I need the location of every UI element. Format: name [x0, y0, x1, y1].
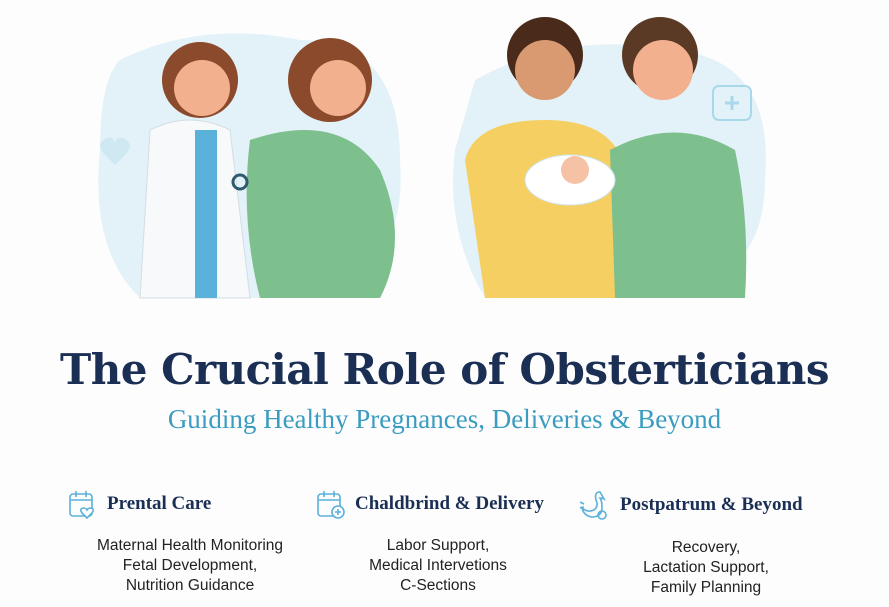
- section-item: Labor Support,: [386, 537, 490, 554]
- section-item: Nutrition Guidance: [125, 577, 255, 594]
- heart-icon: [100, 137, 130, 165]
- section-item: Maternal Health Monitoring: [96, 537, 284, 554]
- section-item: C-Sections: [400, 577, 476, 594]
- baby: [561, 156, 589, 184]
- section-item: Lactation Support,: [643, 559, 769, 576]
- swan-icon: [579, 491, 607, 520]
- section-item: Fetal Development,: [122, 557, 258, 574]
- calendar-heart-icon: [69, 491, 95, 520]
- father-holding-baby-illustration: [453, 17, 766, 299]
- page-title: The Crucial Role of Obsterticians: [59, 345, 830, 394]
- section-item: Medical Intervetions: [369, 557, 507, 574]
- section-title: Postpatrum & Beyond: [620, 494, 803, 515]
- calendar-plus-icon: [317, 491, 345, 519]
- section-title: Prental Care: [107, 493, 212, 514]
- section-item: Family Planning: [650, 579, 762, 596]
- section-childbirth-delivery: Chaldbrind & Delivery Labor Support, Med…: [298, 488, 578, 596]
- medical-cross-icon: [712, 85, 752, 121]
- page-subtitle: Guiding Healthy Pregnances, Deliveries &…: [167, 404, 722, 434]
- section-postpartum-beyond: Postpatrum & Beyond Recovery, Lactation …: [566, 488, 846, 598]
- section-title: Chaldbrind & Delivery: [355, 493, 544, 514]
- doctor-and-pregnant-woman-illustration: [98, 33, 401, 299]
- section-prenatal-care: Prental Care Maternal Health Monitoring …: [50, 488, 330, 596]
- section-item: Recovery,: [671, 539, 741, 556]
